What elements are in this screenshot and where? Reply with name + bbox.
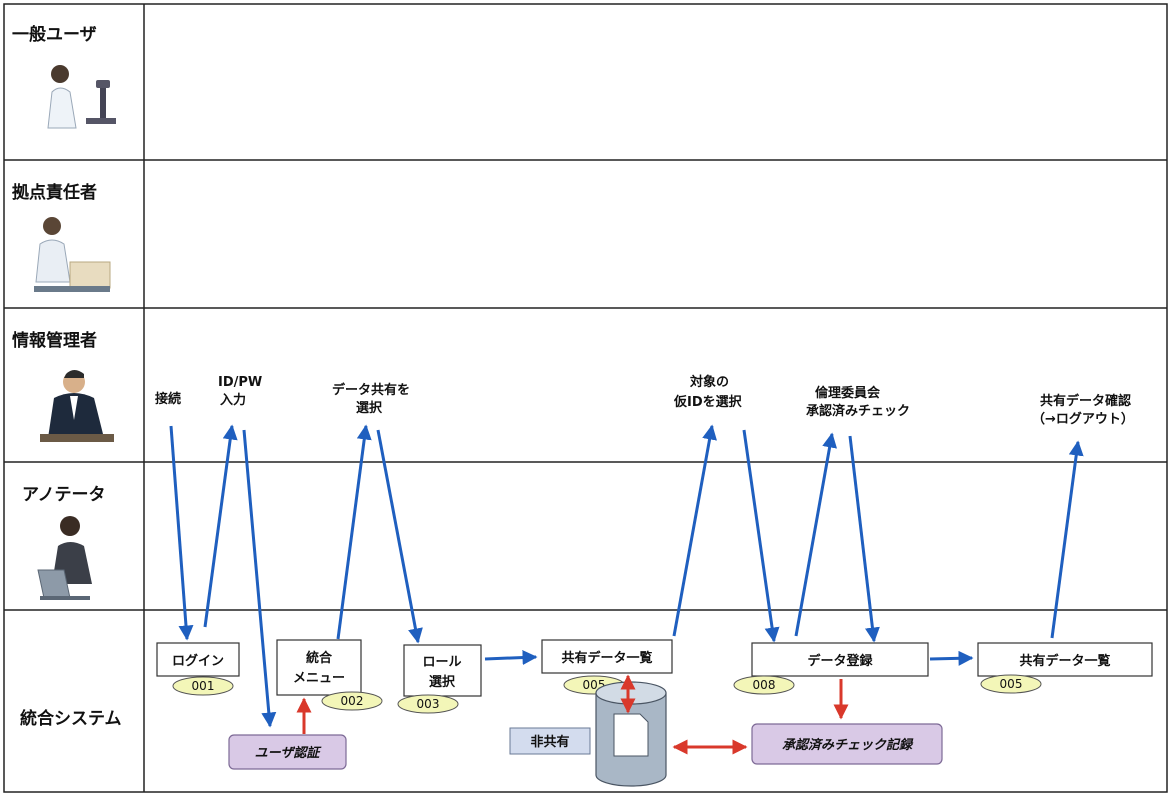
menu-box: 統合 メニュー (276, 639, 362, 696)
user-auth-process: ユーザ認証 (228, 734, 347, 770)
step-select-share-label-2: 選択 (356, 400, 383, 416)
arrow-select-share-to-role (376, 429, 423, 644)
shared-list-label-2: 共有データ一覧 (1019, 653, 1110, 669)
login-box: ログイン (156, 642, 240, 677)
flow-arrows (169, 424, 1084, 728)
approval-record-process: 承認済みチェック記録 (751, 723, 943, 765)
woman-microscope-icon (47, 65, 116, 129)
woman-laptop-icon (37, 516, 92, 600)
step-confirm-label-1: 共有データ確認 (1040, 393, 1131, 409)
code-badge-role: 003 (397, 694, 459, 714)
step-ethics-check-label-1: 倫理委員会 (815, 385, 881, 401)
arrow-shared-list-to-temp-id (672, 424, 717, 637)
svg-text:003: 003 (417, 697, 440, 711)
lane-label-site-manager: 拠点責任者 (12, 182, 97, 203)
lane-grid (3, 3, 1168, 793)
man-in-suit-icon (40, 370, 114, 442)
lane-label-general-user: 一般ユーザ (12, 24, 97, 45)
code-badge-shared-list-2: 005 (980, 674, 1042, 694)
arrow-register-to-shared-list-2 (929, 650, 974, 666)
data-register-label: データ登録 (807, 653, 873, 669)
database-icon (595, 681, 667, 787)
step-ethics-check-label-2: 承認済みチェック (806, 403, 910, 419)
menu-label-2: メニュー (293, 671, 345, 686)
step-select-temp-id-label-2: 仮IDを選択 (673, 394, 743, 410)
code-badge-data-register: 008 (733, 675, 795, 695)
man-at-desk-icon (34, 217, 111, 292)
step-connect-label: 接続 (155, 391, 181, 407)
arrow-role-to-shared-list (484, 650, 538, 666)
role-label-1: ロール (422, 655, 461, 670)
step-confirm-label-2: （→ログアウト） (1032, 411, 1134, 427)
shared-list-box-2: 共有データ一覧 (977, 642, 1153, 677)
approval-record-label: 承認済みチェック記録 (782, 737, 914, 753)
arrow-login-to-idpw (203, 424, 238, 628)
lane-label-annotator: アノテータ (22, 485, 105, 505)
lane-label-integrated-system: 統合システム (20, 708, 122, 729)
step-idpw-label-2: 入力 (220, 392, 246, 408)
process-arrows (296, 674, 849, 755)
role-label-2: 選択 (429, 674, 456, 690)
arrow-ethics-to-register (848, 435, 880, 643)
arrow-temp-id-to-register (742, 429, 780, 643)
shared-list-label-1: 共有データ一覧 (561, 650, 652, 666)
code-badge-menu: 002 (321, 691, 383, 711)
non-shared-tag: 非共有 (509, 727, 591, 755)
arrow-shared-list-2-to-confirm (1050, 440, 1084, 639)
arrow-register-to-ethics (794, 432, 838, 637)
role-box: ロール 選択 (403, 644, 482, 697)
step-select-temp-id-label-1: 対象の (689, 374, 729, 390)
data-register-box: データ登録 (751, 642, 929, 677)
non-shared-label: 非共有 (530, 734, 569, 750)
svg-text:008: 008 (753, 678, 776, 692)
shared-list-box-1: 共有データ一覧 (541, 639, 673, 674)
arrow-menu-to-select-share (336, 424, 372, 640)
menu-label-1: 統合 (306, 650, 333, 666)
user-auth-label: ユーザ認証 (255, 745, 323, 761)
arrow-idpw-to-auth (242, 429, 277, 728)
svg-text:002: 002 (341, 694, 364, 708)
svg-text:001: 001 (192, 679, 215, 693)
svg-text:005: 005 (1000, 677, 1023, 691)
step-select-share-label-1: データ共有を (332, 382, 410, 398)
code-badge-login: 001 (172, 676, 234, 696)
step-idpw-label-1: ID/PW (218, 375, 262, 390)
login-label: ログイン (172, 653, 224, 669)
lane-label-info-manager: 情報管理者 (12, 330, 97, 351)
arrow-connect-to-login (169, 425, 194, 641)
